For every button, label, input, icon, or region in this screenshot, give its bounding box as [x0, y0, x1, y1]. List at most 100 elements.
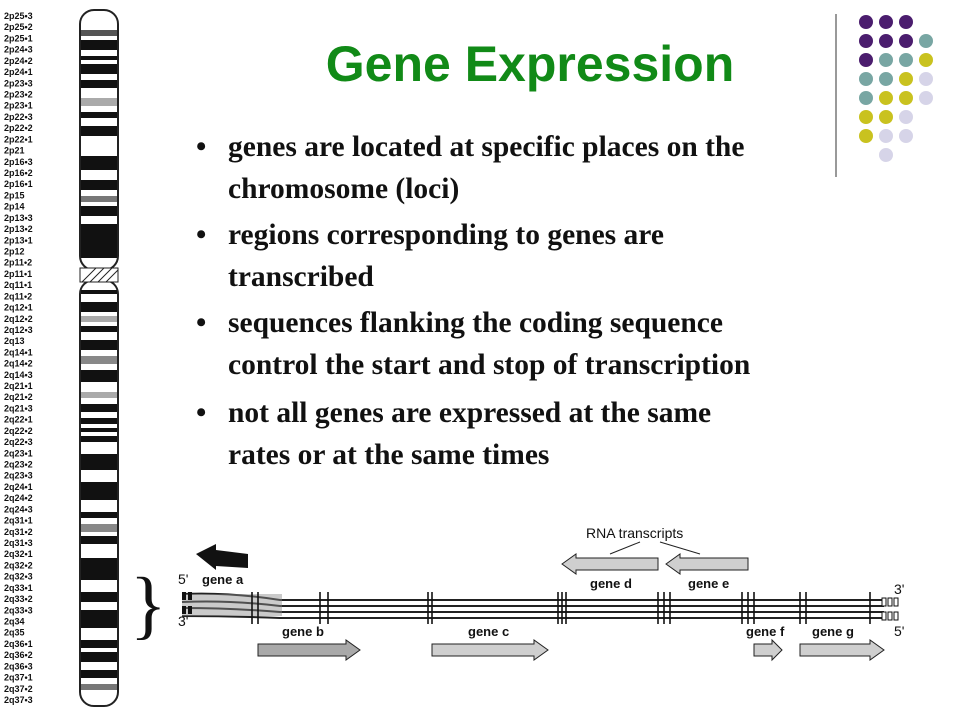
- band-label: 2q23•2: [4, 460, 33, 470]
- decor-dot: [899, 53, 913, 67]
- band-label: 2p14: [4, 202, 25, 212]
- chromosome-band: [81, 536, 117, 544]
- band-label: 2q22•3: [4, 437, 33, 447]
- band-label: 2q37•1: [4, 673, 33, 683]
- chromosome-band: [81, 80, 117, 88]
- decor-dot: [879, 34, 893, 48]
- end-label-bottom-left: 3': [178, 613, 188, 629]
- decor-dot: [899, 72, 913, 86]
- dna-double-strand: [181, 592, 899, 624]
- label-pointers: [609, 541, 701, 555]
- band-label: 2p16•1: [4, 179, 33, 189]
- decor-dot: [859, 34, 873, 48]
- chromosome-band: [81, 652, 117, 662]
- chromosome-band: [81, 370, 117, 382]
- band-label: 2q23•3: [4, 471, 33, 481]
- band-label: 2p16•2: [4, 168, 33, 178]
- gene-f-transcript-arrow: [753, 638, 783, 662]
- decor-dot: [899, 91, 913, 105]
- decor-dot: [879, 72, 893, 86]
- band-label: 2q24•1: [4, 482, 33, 492]
- band-label: 2q33•2: [4, 594, 33, 604]
- band-label: 2q22•2: [4, 426, 33, 436]
- band-label: 2q36•2: [4, 650, 33, 660]
- gene-g-label: gene g: [812, 624, 854, 639]
- chromosome-band: [81, 436, 117, 442]
- decorative-dot-grid: [835, 14, 933, 177]
- band-stripes: [81, 30, 117, 690]
- chromosome-band: [81, 206, 117, 216]
- decor-dot: [879, 129, 893, 143]
- decor-dot: [899, 110, 913, 124]
- band-label: 2q21•3: [4, 404, 33, 414]
- decor-dot: [859, 129, 873, 143]
- gene-c-label: gene c: [468, 624, 509, 639]
- bullet-line: sequences flanking the coding sequence: [228, 307, 723, 339]
- bullet-line: not all genes are expressed at the same: [228, 397, 712, 429]
- decor-dot: [899, 34, 913, 48]
- decor-dot: [859, 15, 873, 29]
- band-label: 2p11•1: [4, 269, 32, 279]
- chromosome-ideogram: 2p25•32p25•22p25•12p24•32p24•22p24•12p23…: [4, 9, 166, 707]
- decor-dot: [879, 91, 893, 105]
- chromosome-band: [81, 40, 117, 50]
- chromosome-band: [81, 512, 117, 518]
- bullet-line: chromosome (loci): [228, 173, 460, 205]
- bullet-dot: •: [196, 131, 207, 163]
- gene-b-transcript-arrow: [257, 639, 361, 661]
- band-label: 2p13•2: [4, 224, 33, 234]
- gene-a-transcript-arrow: [196, 544, 248, 570]
- band-label: 2q31•3: [4, 538, 33, 548]
- bullet-dot: •: [196, 397, 207, 429]
- decor-dot: [899, 129, 913, 143]
- chromosome-band: [81, 156, 117, 170]
- chromosome-body: [79, 9, 119, 707]
- band-label: 2q12•3: [4, 325, 33, 335]
- decor-dot: [859, 91, 873, 105]
- band-label: 2p22•1: [4, 134, 33, 144]
- decor-dot: [879, 15, 893, 29]
- bullet-item: • genes are located at specific places on…: [190, 126, 890, 210]
- band-label: 2p15: [4, 190, 25, 200]
- decor-dot: [879, 53, 893, 67]
- decor-dot: [859, 72, 873, 86]
- gene-a-label: gene a: [202, 572, 244, 587]
- band-label: 2q23•1: [4, 448, 33, 458]
- decor-dot: [879, 110, 893, 124]
- gene-d-transcript-arrow: [561, 553, 659, 575]
- band-label: 2q12•1: [4, 303, 33, 313]
- band-label: 2q21•2: [4, 392, 33, 402]
- decor-dot: [859, 53, 873, 67]
- band-label: 2p16•3: [4, 157, 33, 167]
- chromosome-band: [81, 404, 117, 412]
- chromosome-band: [81, 126, 117, 136]
- chromosome-band: [81, 196, 117, 202]
- chromosome-band: [81, 112, 117, 118]
- band-label: 2p24•3: [4, 45, 33, 55]
- chromosome-band: [81, 428, 117, 432]
- band-label: 2p22•3: [4, 112, 33, 122]
- band-label: 2q35: [4, 628, 25, 638]
- chromosome-band: [81, 418, 117, 424]
- chromosome-band: [81, 524, 117, 532]
- gene-transcription-diagram: RNA transcripts 5' 3' 3' 5' gene a gene …: [178, 525, 904, 662]
- bullet-line: transcribed: [228, 261, 374, 293]
- chromosome-band: [81, 180, 117, 190]
- bullet-dot: •: [196, 307, 207, 339]
- band-label: 2q32•1: [4, 549, 33, 559]
- end-label-top-left: 5': [178, 571, 188, 587]
- decor-dot: [879, 148, 893, 162]
- band-label: 2p24•1: [4, 67, 33, 77]
- bullet-line: regions corresponding to genes are: [228, 219, 664, 251]
- chromosome-band: [81, 454, 117, 470]
- band-label: 2p23•2: [4, 90, 33, 100]
- bullet-list: • genes are located at specific places on…: [190, 126, 890, 480]
- bullet-line: genes are located at specific places on …: [228, 131, 745, 163]
- band-label: 2q12•2: [4, 314, 33, 324]
- chromosome-band: [81, 56, 117, 60]
- rna-transcripts-label: RNA transcripts: [586, 525, 683, 541]
- page-title: Gene Expression: [325, 36, 735, 92]
- band-label: 2q14•3: [4, 370, 33, 380]
- band-label: 2q22•1: [4, 415, 33, 425]
